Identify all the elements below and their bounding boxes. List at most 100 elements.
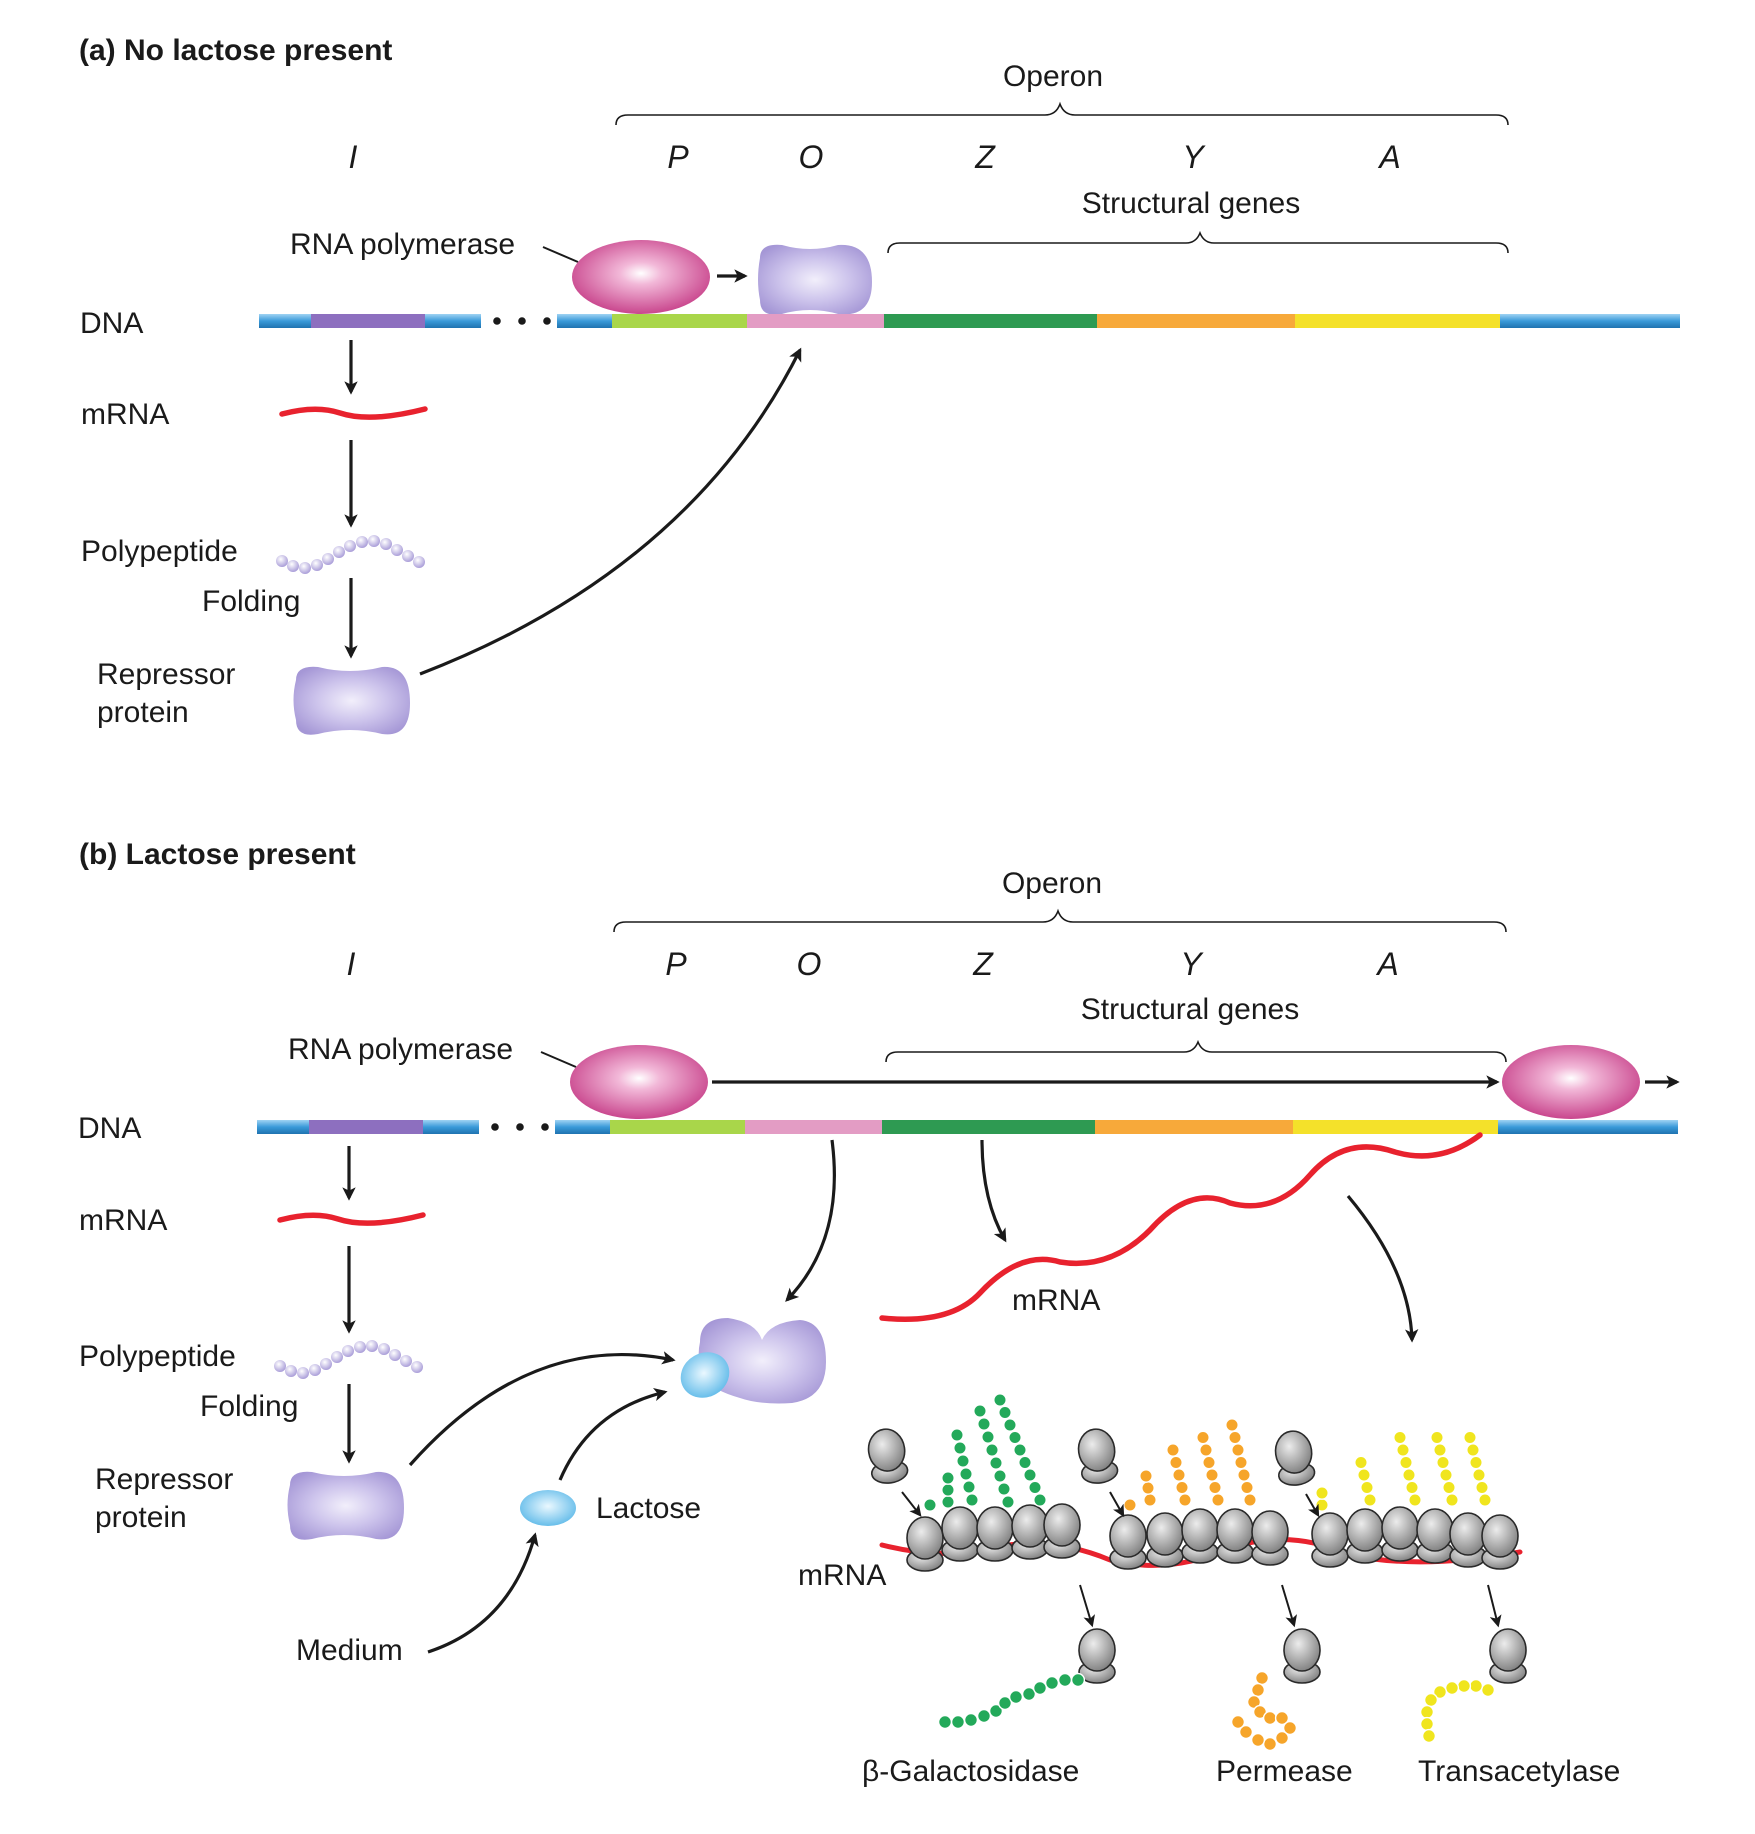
- amino-acid: [997, 1695, 1013, 1711]
- amino-acid: [1028, 1480, 1042, 1495]
- inactivated-repressor: [698, 1318, 826, 1404]
- amino-acid: [963, 1712, 979, 1728]
- dna-strand: [257, 1120, 1678, 1134]
- amino-acid: [1243, 1493, 1257, 1507]
- amino-acid: [989, 1456, 1003, 1470]
- repressor-bound-to-operator: [758, 244, 872, 315]
- beta-galactosidase-chain: [937, 1672, 1086, 1730]
- promoter-segment: [610, 1120, 745, 1134]
- amino-acid: [1178, 1493, 1192, 1507]
- amino-acid: [1057, 1672, 1073, 1688]
- structural-genes-label: Structural genes: [1081, 993, 1299, 1026]
- panel-a-title: (a) No lactose present: [79, 34, 392, 67]
- gene-i-segment: [311, 314, 425, 328]
- amino-acid: [1432, 1684, 1448, 1700]
- operon-brace: [613, 908, 1507, 933]
- amino-acid: [1169, 1455, 1183, 1470]
- gene-z-label: Z: [972, 946, 994, 982]
- repressor-protein: [287, 1471, 404, 1540]
- rna-polymerase-label: RNA polymerase: [290, 228, 515, 261]
- amino-acid: [1442, 1480, 1456, 1495]
- amino-acid: [1430, 1430, 1444, 1445]
- amino-acid: [1175, 1480, 1189, 1495]
- released-ribosome-a: [1489, 1628, 1527, 1684]
- amino-acid: [1172, 1468, 1186, 1482]
- amino-acid: [976, 1708, 992, 1724]
- ribosome-z-2: [941, 1506, 979, 1562]
- folding-label: Folding: [200, 1390, 298, 1423]
- ribosome-large-subunit: [1181, 1508, 1219, 1552]
- amino-acid: [1456, 1678, 1472, 1694]
- lactose-label: Lactose: [596, 1492, 701, 1525]
- operon-brace: [615, 101, 1509, 126]
- operon-label: Operon: [1003, 60, 1103, 93]
- rna-polymerase-label: RNA polymerase: [288, 1033, 513, 1066]
- amino-acid: [1070, 1672, 1086, 1688]
- ribosome-a-3: [1381, 1506, 1419, 1562]
- amino-acid: [1315, 1486, 1329, 1500]
- amino-acid: [1250, 1732, 1266, 1748]
- ribosome-large-subunit: [1011, 1504, 1049, 1548]
- amino-acid: [1396, 1443, 1410, 1457]
- amino-acid: [1141, 1481, 1155, 1495]
- ribosome-large-subunit: [1043, 1503, 1081, 1547]
- nascent-permease-4: [1196, 1430, 1225, 1507]
- polypeptide-label: Polypeptide: [79, 1340, 236, 1373]
- repressor-label-line1: Repressor: [97, 658, 235, 691]
- mrna-production-arrow: [980, 1139, 1007, 1243]
- amino-acid: [997, 1482, 1011, 1496]
- nascent-permease-1: [1123, 1498, 1137, 1512]
- gene-i-label: I: [347, 946, 356, 982]
- amino-acid: [1436, 1455, 1450, 1470]
- nascent-galactosidase-1: [923, 1498, 937, 1512]
- amino-acid: [1419, 1704, 1435, 1720]
- ribosome-y-5: [1251, 1510, 1289, 1566]
- amino-acid: [1423, 1692, 1439, 1708]
- ribosome-large-subunit: [1346, 1508, 1384, 1552]
- gene-z-segment: [882, 1120, 1095, 1134]
- amino-acid: [985, 1443, 999, 1457]
- structural-genes-brace: [887, 230, 1509, 254]
- amino-acid: [1237, 1468, 1251, 1482]
- ribosome-large-subunit: [1481, 1514, 1519, 1558]
- repressor-binding-arrow: [419, 347, 802, 676]
- amino-acid: [1240, 1480, 1254, 1495]
- amino-acid: [1262, 1710, 1278, 1726]
- panel-b-title: (b) Lactose present: [79, 838, 356, 871]
- structural-genes-brace: [885, 1039, 1507, 1063]
- amino-acid: [1282, 1720, 1298, 1736]
- rna-polymerase-end: [1502, 1045, 1640, 1119]
- polypeptide-chain: [276, 535, 425, 574]
- repressor-release-arrow: [785, 1139, 836, 1302]
- gene-i-label: I: [349, 139, 358, 175]
- ribosome-large-subunit: [1274, 1430, 1313, 1474]
- amino-acid: [1357, 1468, 1371, 1482]
- gene-a-label: A: [1375, 946, 1398, 982]
- amino-acid: [1008, 1430, 1022, 1445]
- ribosome-join-arrow-z: [901, 1491, 922, 1517]
- ribosome-large-subunit: [941, 1506, 979, 1550]
- amino-acid: [1044, 1675, 1060, 1691]
- amino-acid: [1202, 1455, 1216, 1470]
- amino-acid: [1001, 1495, 1015, 1509]
- amino-acid: [1439, 1468, 1453, 1482]
- ribosome-y-2: [1146, 1512, 1184, 1568]
- amino-acid: [1254, 1670, 1270, 1686]
- ribosome-release-arrow-a: [1487, 1584, 1502, 1628]
- ribosome-a-6: [1481, 1514, 1519, 1570]
- ribosome-release-arrow-z: [1079, 1584, 1095, 1628]
- amino-acid: [1205, 1468, 1219, 1482]
- ribosome-large-subunit: [1381, 1506, 1419, 1550]
- repressor-label-line2: protein: [95, 1501, 187, 1534]
- amino-acid: [1363, 1493, 1377, 1507]
- ribosome-free-a: [1274, 1430, 1316, 1486]
- transacetylase-label: Transacetylase: [1418, 1755, 1620, 1788]
- ribosome-release-arrow-y: [1281, 1584, 1297, 1628]
- amino-acid: [1013, 1443, 1027, 1457]
- structural-genes-label: Structural genes: [1082, 187, 1300, 220]
- polysome-mrna-label: mRNA: [798, 1559, 886, 1592]
- nascent-transacetylase-3: [1393, 1430, 1422, 1507]
- amino-acid: [941, 1495, 955, 1509]
- amino-acid: [1139, 1469, 1153, 1483]
